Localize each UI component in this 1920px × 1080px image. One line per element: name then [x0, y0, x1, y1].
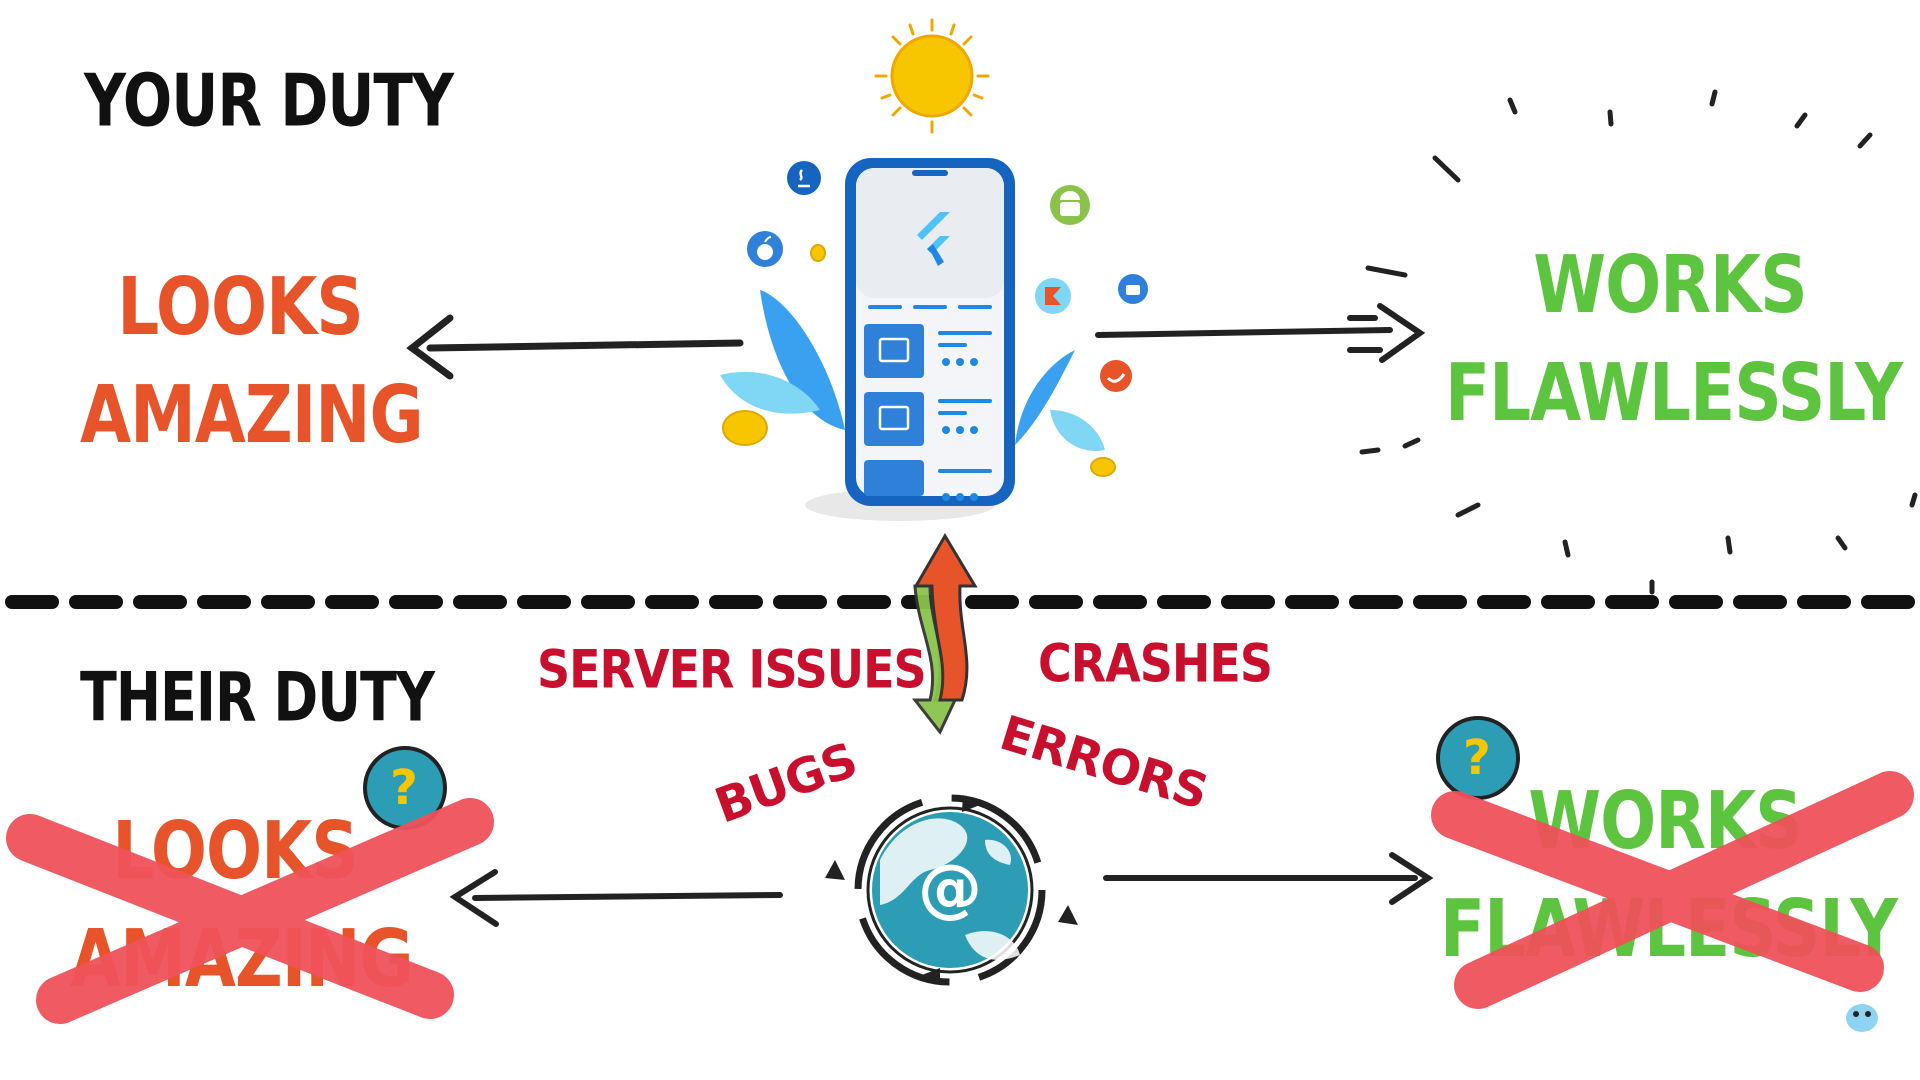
- globe-icon: [825, 794, 1078, 986]
- bottom-right-line1: WORKS: [1528, 774, 1802, 868]
- heading-your-duty: YOUR DUTY: [84, 58, 454, 143]
- phone-icon: [845, 158, 1015, 506]
- top-right-line1: WORKS: [1533, 238, 1807, 332]
- question-mark-right: ?: [1463, 730, 1491, 786]
- like-icon: [1118, 274, 1148, 304]
- top-right-line2: FLAWLESSLY: [1445, 346, 1903, 440]
- top-left-label: LOOKS AMAZING: [80, 260, 424, 462]
- spark-lines: [1359, 89, 1918, 595]
- question-icon: [363, 716, 1520, 830]
- top-left-line1: LOOKS: [117, 260, 364, 354]
- arrow-right-bottom: [1103, 852, 1434, 905]
- kotlin-icon: [1035, 278, 1071, 314]
- top-right-label: WORKS FLAWLESSLY: [1445, 238, 1903, 440]
- mascot-icon: [1846, 1004, 1878, 1032]
- heading-their-duty: THEIR DUTY: [80, 658, 435, 737]
- java-icon: [787, 161, 821, 195]
- bottom-left-line1: LOOKS: [112, 804, 359, 898]
- android-icon: [1050, 185, 1090, 225]
- issue-server: SERVER ISSUES: [537, 638, 927, 701]
- issue-crashes: CRASHES: [1038, 632, 1273, 695]
- question-mark-left: ?: [390, 760, 418, 816]
- apple-icon: [747, 231, 783, 267]
- sun-icon: [874, 18, 990, 134]
- bottom-left-label: LOOKS AMAZING: [70, 804, 414, 1006]
- swift-icon: [1100, 360, 1132, 392]
- coin-icons: [722, 244, 1116, 477]
- top-left-line2: AMAZING: [80, 368, 424, 462]
- bottom-right-line2: FLAWLESSLY: [1440, 882, 1898, 976]
- double-arrow: [911, 533, 978, 735]
- arrow-left-top: [406, 314, 744, 380]
- arrow-left-bottom: [449, 869, 783, 927]
- arrow-right-top: [1095, 303, 1426, 363]
- bottom-right-label: WORKS FLAWLESSLY: [1440, 774, 1898, 976]
- flutter-icon: [917, 212, 950, 266]
- bottom-left-line2: AMAZING: [70, 912, 414, 1006]
- globe-at-symbol: @: [918, 852, 982, 926]
